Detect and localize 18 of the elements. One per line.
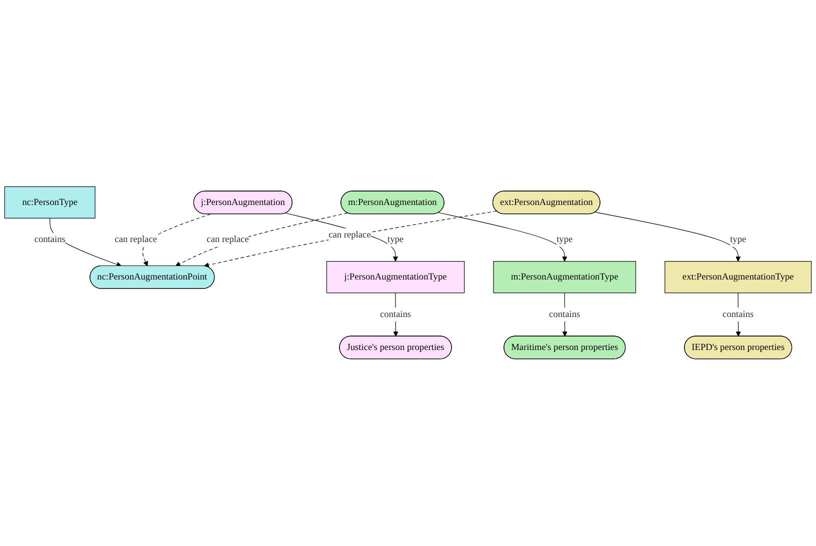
arrow — [175, 212, 348, 267]
edge-label: can replace — [206, 234, 249, 245]
edge-label: can replace — [328, 230, 371, 240]
node-box: m:PersonAugmentationType — [493, 261, 636, 294]
edge-label: contains — [549, 309, 580, 320]
edge-label: contains — [722, 309, 754, 320]
edge-label: type — [556, 234, 573, 245]
node-box: ext:PersonAugmentationType — [664, 261, 812, 294]
edge-label: contains — [34, 234, 66, 245]
arrow — [594, 212, 741, 262]
arrow — [438, 212, 568, 262]
edge-label: type — [730, 234, 746, 245]
node-box: nc:PersonType — [4, 186, 96, 219]
node-box: j:PersonAugmentationType — [326, 261, 465, 294]
edge-label: type — [387, 234, 404, 245]
arrow — [204, 211, 497, 268]
edge-label: contains — [380, 309, 412, 320]
edge-label: can replace — [114, 234, 157, 245]
